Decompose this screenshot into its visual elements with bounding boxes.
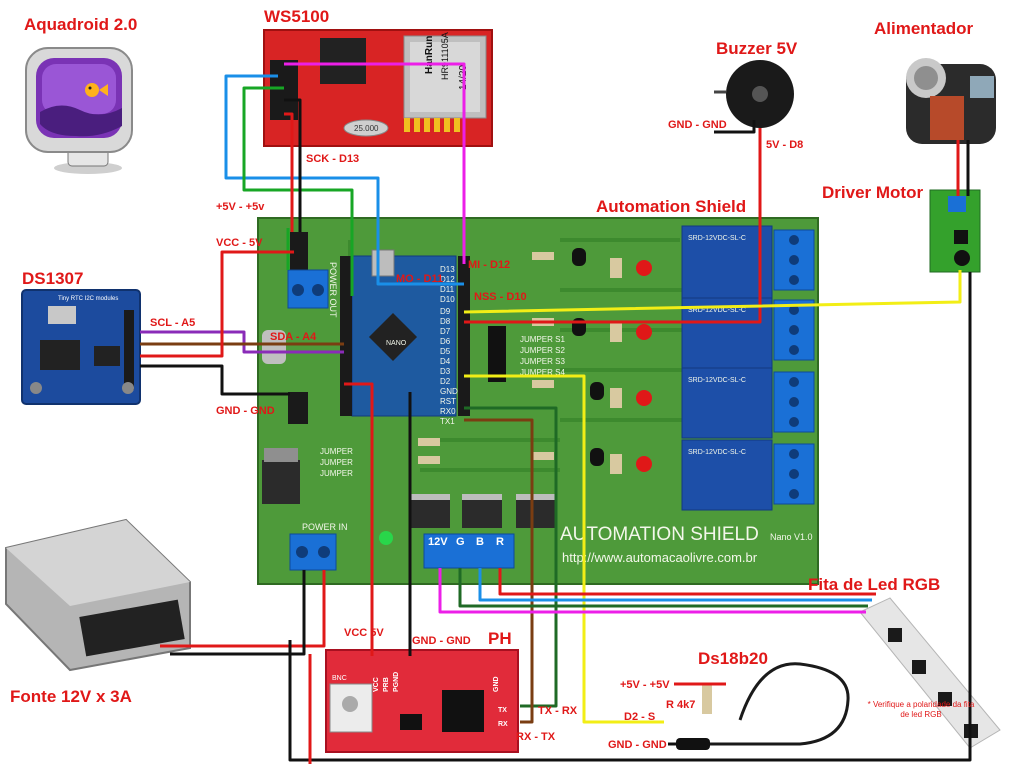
label-temp-gnd: GND - GND — [608, 739, 667, 751]
relay-1-text: SRD-12VDC-SL-C — [688, 235, 746, 242]
pin-d7: D7 — [440, 327, 451, 336]
label-scl: SCL - A5 — [150, 317, 195, 329]
ph-pin-tx: TX — [498, 707, 507, 714]
pin-rx0: RX0 — [440, 407, 456, 416]
label-d2: D2 - S — [624, 711, 655, 723]
ds18b20-title: Ds18b20 — [698, 649, 768, 668]
ph-module-component — [325, 649, 519, 753]
label-r4k7: R 4k7 — [666, 699, 695, 711]
rtc-module-text: Tiny RTC I2C modules — [58, 296, 118, 302]
relay-2-text: SRD-12VDC-SL-C — [688, 307, 746, 314]
label-mi: MI - D12 — [468, 259, 510, 271]
jumper-left-1: JUMPER — [320, 447, 353, 456]
relay-4-text: SRD-12VDC-SL-C — [688, 449, 746, 456]
aquadroid-title: Aquadroid 2.0 — [24, 15, 137, 34]
pin-d5: D5 — [440, 347, 451, 356]
relay-labels: SRD-12VDC-SL-C SRD-12VDC-SL-C SRD-12VDC-… — [688, 235, 746, 456]
ph-pin-vcc: VCC — [373, 677, 380, 692]
power-supply-component — [5, 518, 191, 672]
aquadroid-icon — [25, 47, 133, 174]
shield-title: Automation Shield — [596, 197, 746, 216]
label-mo: MO - D11 — [396, 273, 443, 285]
pin-gnd: GND — [440, 387, 458, 396]
rgb-term-r: R — [496, 536, 504, 548]
pin-d11: D11 — [440, 285, 455, 294]
driver-motor-title: Driver Motor — [822, 183, 923, 202]
label-buzzer-5v: 5V - D8 — [766, 139, 803, 151]
label-buzzer-gnd: GND - GND — [668, 119, 727, 131]
driver-motor-component — [929, 189, 981, 273]
ph-bnc-label: BNC — [332, 675, 347, 682]
ws5100-title: WS5100 — [264, 7, 329, 26]
board-url: http://www.automacaolivre.com.br — [562, 550, 758, 565]
feeder-component — [906, 58, 996, 144]
ph-pin-rx: RX — [498, 721, 508, 728]
polarity-note: * Verifique a polaridade da fita de led … — [867, 700, 975, 719]
ph-pin-pgnd: PGND — [393, 672, 400, 692]
board-title: AUTOMATION SHIELD — [560, 524, 759, 545]
pin-d10: D10 — [440, 295, 455, 304]
ws-chip-model: HR911105A — [440, 32, 450, 80]
nano-pin-labels: D13 D12 D11 D10 D9 D8 D7 D6 D5 D4 D3 D2 … — [440, 265, 458, 426]
label-gnd-rtc: GND - GND — [216, 405, 275, 417]
pin-d2: D2 — [440, 377, 451, 386]
label-5v: +5V - +5v — [216, 201, 265, 213]
pin-d4: D4 — [440, 357, 451, 366]
relay-3-text: SRD-12VDC-SL-C — [688, 377, 746, 384]
ph-pin-labels: VCC PRB PGND GND TX RX — [373, 672, 508, 728]
label-nss: NSS - D10 — [474, 291, 527, 303]
ph-pin-prb: PRB — [383, 677, 390, 692]
rgb-terminal-labels: 12V G B R — [428, 536, 504, 548]
ws-chip-hanrun: HanRun — [424, 36, 435, 74]
power-out-label: POWER OUT — [328, 262, 338, 318]
ws-crystal: 25.000 — [354, 124, 379, 133]
pin-tx1: TX1 — [440, 417, 455, 426]
buzzer-title: Buzzer 5V — [716, 39, 798, 58]
pin-d13: D13 — [440, 265, 455, 274]
ds1307-title: DS1307 — [22, 269, 83, 288]
label-sck: SCK - D13 — [306, 153, 359, 165]
jumper-s2: JUMPER S2 — [520, 346, 565, 355]
pin-d9: D9 — [440, 307, 451, 316]
label-vcc-5v: VCC - 5V — [216, 237, 263, 249]
ws5100-module — [263, 29, 493, 147]
jumper-s1: JUMPER S1 — [520, 335, 565, 344]
board-version: Nano V1.0 — [770, 532, 813, 542]
jumper-s4: JUMPER S4 — [520, 368, 565, 377]
pin-d8: D8 — [440, 317, 451, 326]
ds1307-module — [21, 289, 141, 405]
label-ph-vcc: VCC 5V — [344, 627, 384, 639]
jumper-s3: JUMPER S3 — [520, 357, 565, 366]
ph-pin-gnd: GND — [493, 676, 500, 692]
label-rx-tx: RX - TX — [516, 731, 556, 743]
feeder-title: Alimentador — [874, 19, 974, 38]
rgb-strip-title: Fita de Led RGB — [808, 575, 940, 594]
polarity-note-wrap: * Verifique a polaridade da fita de led … — [867, 700, 975, 719]
pin-d12: D12 — [440, 275, 455, 284]
pin-rst: RST — [440, 397, 456, 406]
rgb-term-b: B — [476, 536, 484, 548]
rgb-term-g: G — [456, 536, 465, 548]
jumper-left-2: JUMPER — [320, 458, 353, 467]
ph-title: PH — [488, 629, 512, 648]
label-temp-5v: +5V - +5V — [620, 679, 670, 691]
label-sda: SDA - A4 — [270, 331, 317, 343]
rgb-led-strip — [859, 597, 1001, 749]
buzzer-component — [714, 60, 794, 128]
psu-title: Fonte 12V x 3A — [10, 687, 132, 706]
ds18b20-component — [676, 662, 850, 750]
wires — [140, 62, 972, 764]
rgb-term-12v: 12V — [428, 536, 448, 548]
label-ph-gnd: GND - GND — [412, 635, 471, 647]
pin-d6: D6 — [440, 337, 451, 346]
nano-label: NANO — [386, 340, 407, 347]
pin-d3: D3 — [440, 367, 451, 376]
jumper-left-3: JUMPER — [320, 469, 353, 478]
power-in-label: POWER IN — [302, 522, 348, 532]
label-tx-rx: TX - RX — [538, 705, 578, 717]
